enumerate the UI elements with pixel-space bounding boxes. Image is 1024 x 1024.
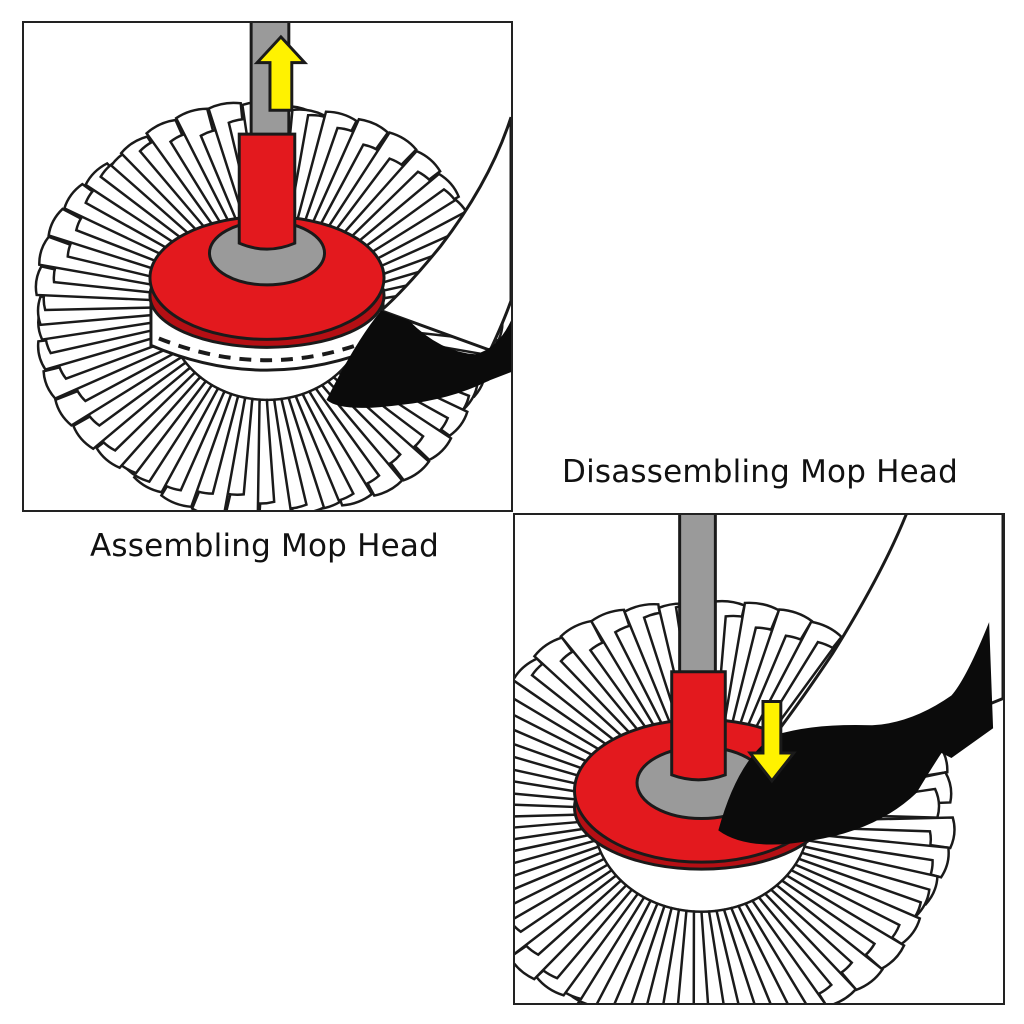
mop-strand: [722, 906, 772, 1003]
mop-strand: [119, 135, 214, 242]
mop-strand: [515, 857, 610, 920]
mop-strand: [36, 325, 172, 371]
caption-assembling: Assembling Mop Head: [90, 528, 439, 564]
mop-strand: [144, 118, 227, 235]
mop-strand: [589, 608, 666, 733]
handle-socket: [237, 132, 297, 251]
high-heel-shoe-icon: [326, 310, 511, 408]
mop-strand: [515, 863, 614, 934]
leg: [378, 116, 511, 353]
mop-strand: [515, 845, 603, 890]
mop-strand: [71, 361, 192, 451]
mop-strand: [301, 389, 374, 507]
assembling-scene: [34, 23, 511, 510]
arrow-down-icon: [747, 699, 797, 784]
mop-strand: [736, 902, 807, 1003]
caption-disassembling: Disassembling Mop Head: [562, 454, 958, 490]
mop-strand: [515, 838, 600, 877]
mop-strand: [622, 602, 681, 729]
disassembling-scene: [515, 515, 1003, 1003]
assembling-illustration: [22, 21, 513, 512]
mop-strand: [314, 383, 404, 497]
handle-pole: [678, 515, 717, 679]
mop-strand: [729, 904, 789, 1003]
mop-strand: [515, 868, 618, 955]
disassembling-illustration: [513, 513, 1005, 1005]
handle-socket: [670, 670, 727, 782]
mop-strand: [743, 899, 827, 1003]
mop-strand: [342, 172, 461, 261]
mop-strand: [515, 878, 628, 981]
mop-strand: [515, 851, 606, 905]
mop-strand: [42, 338, 177, 401]
arrow-up-icon: [253, 34, 309, 112]
mop-strand: [757, 892, 858, 1003]
mop-strand: [174, 107, 240, 229]
mop-strand: [53, 350, 184, 427]
high-heel-shoe-icon: [718, 622, 994, 845]
